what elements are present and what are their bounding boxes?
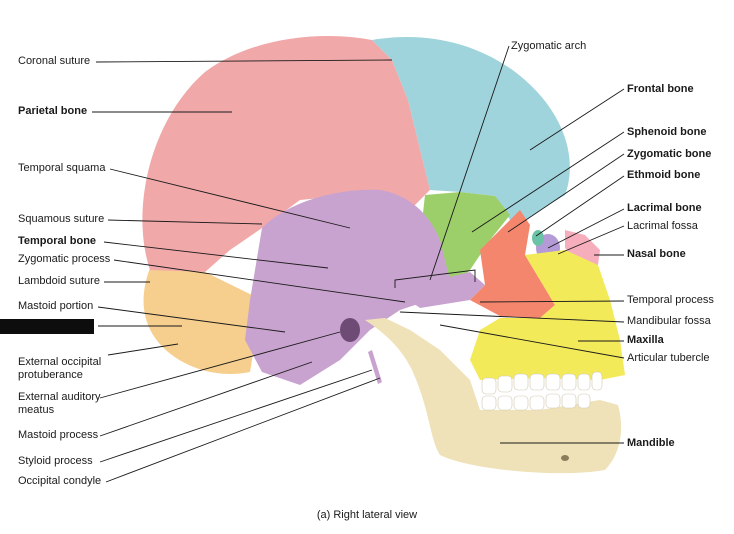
teeth bbox=[481, 371, 603, 411]
label-maxilla: Maxilla bbox=[627, 334, 664, 346]
label-frontal-bone: Frontal bone bbox=[627, 83, 694, 95]
label-temporal-process: Temporal process bbox=[627, 294, 714, 306]
label-coronal-suture: Coronal suture bbox=[18, 55, 91, 67]
label-squamous-suture: Squamous suture bbox=[18, 213, 105, 225]
label-mastoid-portion: Mastoid portion bbox=[18, 300, 94, 312]
zygomatic-process-region bbox=[395, 272, 485, 308]
ethmoid-bone-region bbox=[532, 230, 544, 246]
label-sphenoid-bone: Sphenoid bone bbox=[627, 126, 707, 138]
zygomatic-bone-region bbox=[470, 210, 555, 318]
figure-caption: (a) Right lateral view bbox=[316, 509, 418, 521]
mental-foramen bbox=[561, 455, 569, 461]
label-mandible: Mandible bbox=[627, 437, 675, 449]
label-articular-tubercle: Articular tubercle bbox=[627, 352, 710, 364]
label-ethmoid-bone: Ethmoid bone bbox=[627, 169, 701, 181]
maxilla-region bbox=[470, 250, 625, 380]
label-zygomatic-bone: Zygomatic bone bbox=[627, 148, 712, 160]
label-temporal-squama: Temporal squama bbox=[18, 162, 106, 174]
temporal-bone-region bbox=[245, 189, 450, 385]
label-external-occipital-protuberance: External occipital protuberance bbox=[18, 356, 102, 381]
label-styloid-process: Styloid process bbox=[18, 455, 93, 467]
frontal-bone-region bbox=[372, 36, 570, 229]
redaction-box bbox=[0, 319, 94, 334]
label-lacrimal-bone: Lacrimal bone bbox=[627, 202, 702, 214]
styloid-process-shape bbox=[368, 350, 382, 384]
label-zygomatic-arch: Zygomatic arch bbox=[511, 40, 587, 52]
label-zygomatic-process: Zygomatic process bbox=[18, 253, 111, 265]
leader-lines bbox=[92, 45, 625, 483]
label-lacrimal-fossa: Lacrimal fossa bbox=[627, 220, 698, 232]
parietal-bone-region bbox=[142, 35, 430, 272]
label-external-auditory-meatus: External auditory meatus bbox=[18, 391, 101, 416]
label-parietal-bone: Parietal bone bbox=[18, 105, 88, 117]
label-temporal-bone: Temporal bone bbox=[18, 235, 97, 247]
external-auditory-meatus-hole bbox=[340, 318, 360, 342]
label-occipital-condyle: Occipital condyle bbox=[18, 475, 102, 487]
label-mastoid-process: Mastoid process bbox=[18, 429, 99, 441]
mandible-region bbox=[365, 318, 622, 474]
label-nasal-bone: Nasal bone bbox=[627, 248, 686, 260]
label-mandibular-fossa: Mandibular fossa bbox=[627, 315, 711, 327]
label-lambdoid-suture: Lambdoid suture bbox=[18, 275, 100, 287]
